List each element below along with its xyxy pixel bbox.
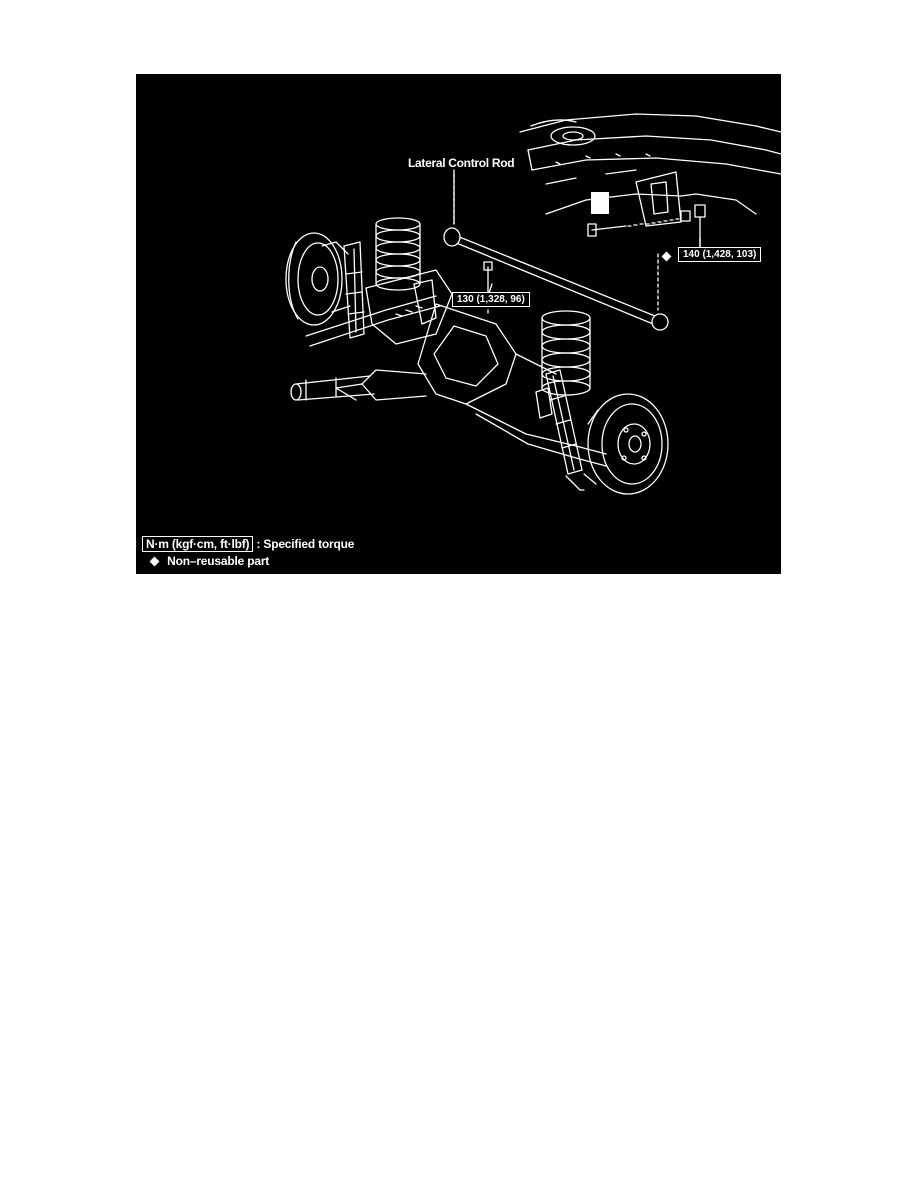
legend-nonreusable-desc: Non–reusable part [167,554,270,568]
right-shock-absorber [535,369,583,475]
torque-rear-value: 140 (1,428, 103) [683,249,757,260]
torque-callout-rear: 140 (1,428, 103) [661,247,762,262]
vehicle-body [519,113,781,227]
right-coil-spring [541,310,591,396]
legend-torque-desc: : Specified torque [256,537,355,551]
diamond-icon [149,556,160,567]
lateral-control-rod-label: Lateral Control Rod [408,156,515,170]
left-coil-spring [375,217,421,291]
torque-callout-front: 130 (1,328, 96) [452,292,530,307]
torque-front-value: 130 (1,328, 96) [457,294,525,305]
legend-torque-unit-box: N·m (kgf·cm, ft·lbf) [142,536,254,552]
legend-torque: N·m (kgf·cm, ft·lbf) : Specified torque [142,536,354,552]
suspension-drawing [285,113,781,495]
right-brake-disc [565,393,669,495]
suspension-diagram: Lateral Control Rod 140 (1,428, 103) 130… [136,74,781,574]
propeller-shaft [290,375,375,401]
left-shock-absorber [343,241,365,339]
left-brake-assembly [285,232,351,326]
legend-nonreusable: Non–reusable part [148,554,269,568]
